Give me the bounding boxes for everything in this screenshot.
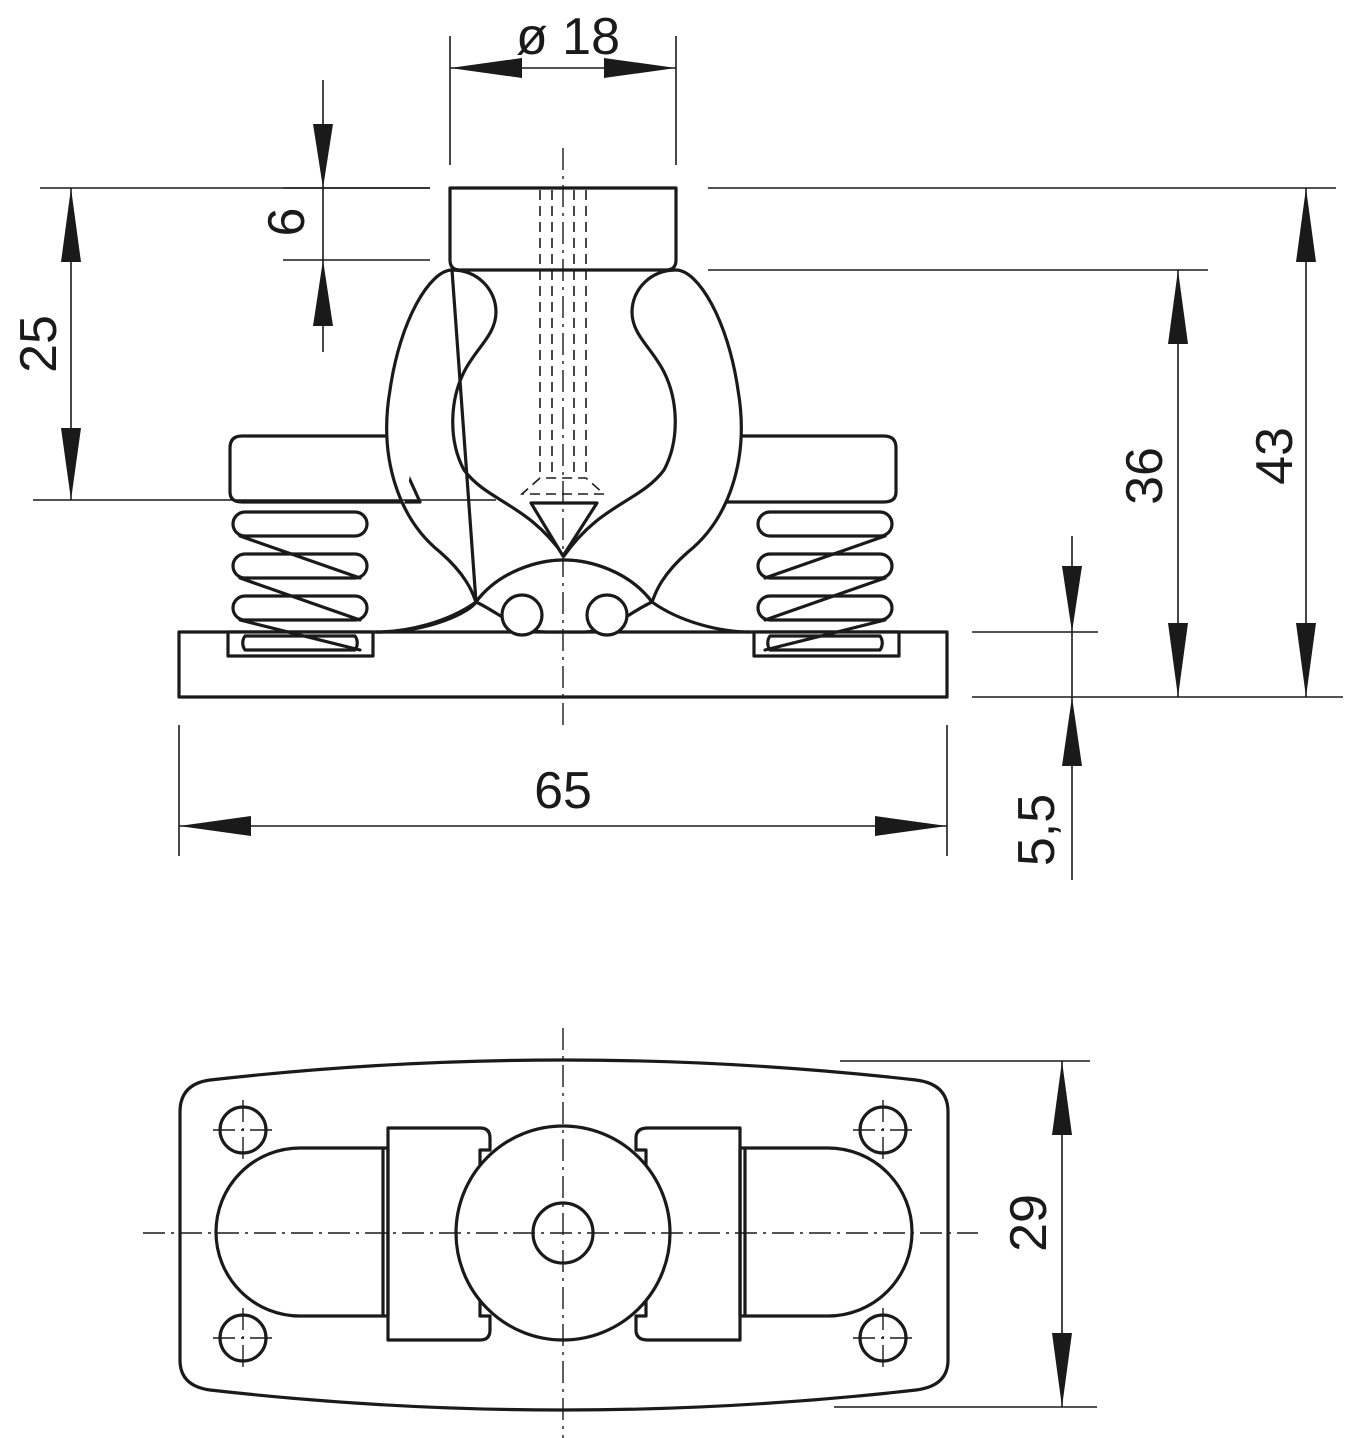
dim-base-thickness: 5,5 (1008, 794, 1066, 866)
center-point (529, 501, 599, 558)
hidden-bore (519, 190, 607, 495)
dim-top-cap-height: 6 (258, 208, 316, 237)
mounting-holes (213, 1100, 913, 1368)
top-view (143, 1028, 978, 1438)
front-dimensions: ø 18 6 25 43 36 5,5 (10, 8, 1343, 880)
dim-upper-height: 25 (10, 315, 68, 373)
dim-base-depth: 29 (1000, 1194, 1058, 1252)
pivot-hole-left (500, 593, 544, 637)
dim-total-height: 43 (1246, 427, 1304, 485)
dim-arm-height: 36 (1116, 447, 1174, 505)
top-dimensions: 29 (834, 1060, 1097, 1408)
dim-diameter-top: ø 18 (516, 8, 620, 66)
right-arm (704, 434, 898, 504)
front-view (177, 148, 949, 725)
right-slot (738, 1146, 914, 1318)
right-clamp-block (634, 1126, 742, 1342)
left-arm (228, 434, 422, 504)
left-clamp-block (386, 1126, 492, 1342)
left-spring (226, 510, 375, 658)
left-slot (214, 1146, 390, 1318)
dim-overall-width: 65 (534, 762, 592, 820)
pivot-hole-right (585, 593, 629, 637)
right-spring (752, 510, 901, 658)
